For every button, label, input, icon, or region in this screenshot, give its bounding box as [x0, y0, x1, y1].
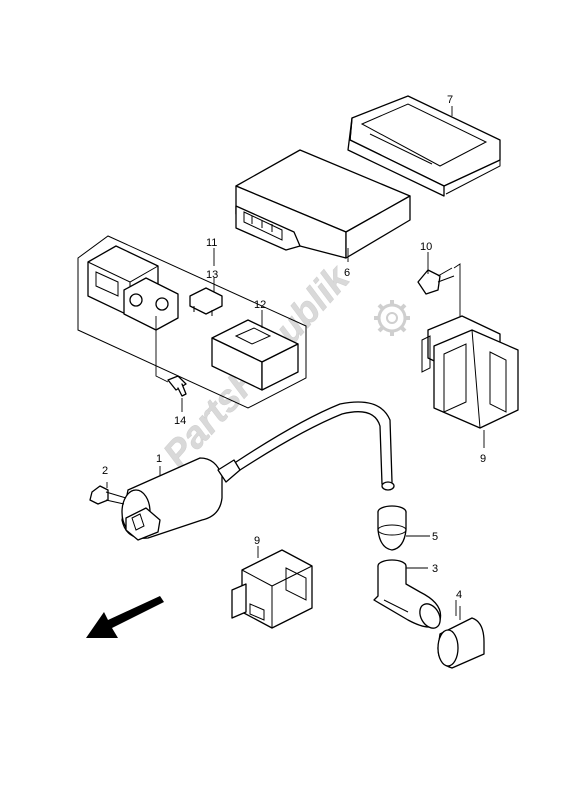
part-screw-14 [155, 316, 187, 397]
part-fuse-13 [189, 287, 223, 316]
callout-leaders [159, 106, 485, 616]
part-connector-9 [231, 549, 313, 629]
gear-icon [374, 300, 410, 336]
part-cover-7 [347, 95, 501, 197]
callout-label-9-upper: 9 [480, 453, 486, 465]
callout-label-5: 5 [432, 531, 438, 543]
callout-label-6: 6 [344, 267, 350, 279]
part-regulator-9 [421, 315, 519, 429]
callout-label-3: 3 [432, 563, 438, 575]
callout-label-10: 10 [420, 241, 432, 253]
callout-label-4: 4 [456, 589, 462, 601]
callout-label-1: 1 [156, 453, 162, 465]
callout-label-13: 13 [206, 269, 218, 281]
callout-labels: 7 6 11 13 12 14 10 9 2 1 5 3 4 9 [102, 94, 486, 601]
part-bolt-2 [89, 482, 127, 505]
high-tension-cable [235, 401, 395, 491]
part-cap-4 [437, 606, 485, 669]
callout-label-7: 7 [447, 94, 453, 106]
relay-group-panel [77, 235, 307, 409]
part-ignition-coil-1 [121, 457, 241, 541]
part-bolt-10 [417, 263, 461, 320]
part-control-unit-6 [235, 149, 411, 259]
callout-label-2: 2 [102, 465, 108, 477]
callout-label-9-lower: 9 [254, 535, 260, 547]
arrow-down-left-icon [86, 596, 164, 638]
part-starter-relay-11 [87, 245, 179, 331]
part-fuse-cover-12 [211, 319, 299, 391]
callout-label-11: 11 [206, 237, 217, 249]
part-plug-cap-3 [373, 559, 442, 629]
callout-label-12: 12 [254, 299, 266, 311]
part-grommet-5 [377, 505, 430, 551]
callout-label-14: 14 [174, 415, 186, 427]
